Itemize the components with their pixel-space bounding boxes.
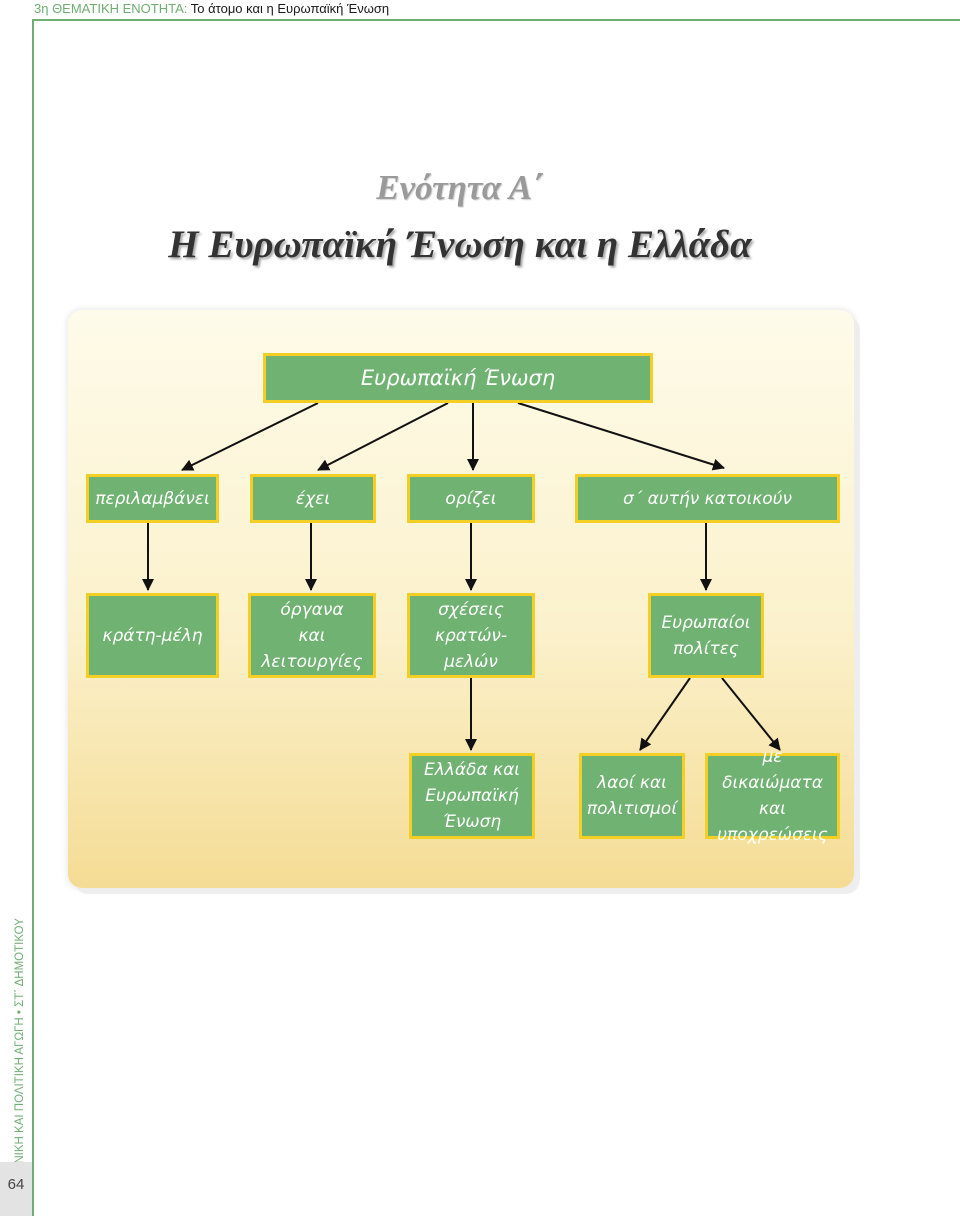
- node-member-relations: σχέσεις κρατών- μελών: [407, 593, 535, 678]
- node-european-union: Ευρωπαϊκή Ένωση: [263, 353, 653, 403]
- arrow-citizens-to-rights: [721, 677, 781, 751]
- page-number-tab: [0, 1162, 32, 1216]
- node-peoples-cultures: λαοί και πολιτισμοί: [579, 753, 685, 839]
- node-greece-and-eu: Ελλάδα και Ευρωπαϊκή Ένωση: [409, 753, 535, 839]
- frame-top-rule: [32, 19, 960, 21]
- arrow-root-to-inhabit: [517, 402, 725, 471]
- page-number: 64: [7, 1176, 25, 1193]
- node-defines: ορίζει: [407, 474, 535, 523]
- node-member-states: κράτη-μέλη: [86, 593, 219, 678]
- header-unit: 3η ΘΕΜΑΤΙΚΗ ΕΝΟΤΗΤΑ:: [34, 1, 188, 16]
- page-title: Η Ευρωπαϊκή Ένωση και η Ελλάδα: [168, 223, 752, 266]
- section-title: Ενότητα Α΄: [376, 168, 544, 207]
- arrow-citizens-to-peoples: [639, 677, 691, 751]
- node-has: έχει: [250, 474, 376, 523]
- header-topic: Το άτομο και η Ευρωπαϊκή Ένωση: [190, 1, 390, 16]
- node-inhabit: σ΄ αυτήν κατοικούν: [575, 474, 840, 523]
- arrow-root-to-includes: [181, 402, 319, 471]
- node-european-citizens: Ευρωπαίοι πολίτες: [648, 593, 764, 678]
- node-rights-obligations: με δικαιώματα και υποχρεώσεις: [705, 747, 840, 845]
- node-organs-functions: όργανα και λειτουργίες: [248, 593, 376, 678]
- arrow-root-to-has: [317, 402, 449, 471]
- node-includes: περιλαμβάνει: [86, 474, 219, 523]
- running-header: 3η ΘΕΜΑΤΙΚΗ ΕΝΟΤΗΤΑ: Το άτομο και η Ευρω…: [34, 0, 389, 18]
- frame-left-rule: [32, 19, 34, 1216]
